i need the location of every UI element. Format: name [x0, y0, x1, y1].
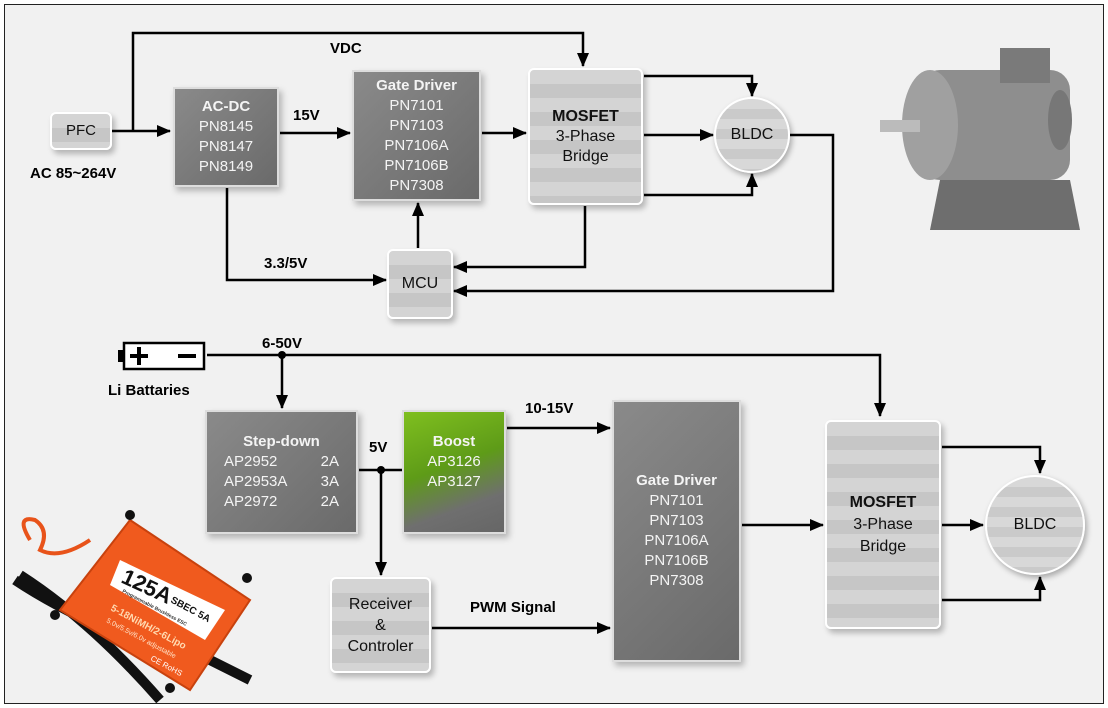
- mosfet-line: 3-Phase: [555, 127, 616, 145]
- part-number: PN8149: [198, 158, 254, 175]
- receiver-block: Receiver & Controler: [330, 577, 431, 673]
- pfc-label: PFC: [66, 122, 96, 139]
- junction-dot: [377, 466, 385, 474]
- battery-icon: [118, 341, 206, 371]
- pwm-signal-label: PWM Signal: [470, 599, 556, 616]
- 3v3-5v-label: 3.3/5V: [264, 255, 308, 272]
- part-number: PN7103: [389, 116, 444, 134]
- part-number: PN8147: [198, 138, 254, 155]
- mosfet-line: 3-Phase: [853, 515, 913, 533]
- acdc-block: AC-DC PN8145 PN8147 PN8149: [173, 87, 279, 187]
- part-number: AP3126: [427, 453, 481, 470]
- part-number: PN7106B: [384, 156, 449, 174]
- battery-label: Li Battaries: [108, 382, 190, 399]
- ac-input-label: AC 85~264V: [30, 165, 117, 182]
- bldc-label: BLDC: [1013, 516, 1057, 533]
- step-down-block: Step-down AP2952 2A AP2953A 3A AP2972 2A: [205, 410, 358, 534]
- part-number: AP3127: [427, 473, 481, 490]
- part-number: PN7103: [649, 512, 704, 529]
- gate-driver-block-2: Gate Driver PN7101 PN7103 PN7106A PN7106…: [612, 400, 741, 662]
- bldc-motor: BLDC: [714, 97, 790, 173]
- part-number: PN7308: [389, 176, 444, 194]
- part-number: AP2972: [224, 493, 278, 510]
- boost-block: Boost AP3126 AP3127: [402, 410, 506, 534]
- receiver-line: &: [375, 616, 386, 634]
- acdc-title: AC-DC: [201, 98, 251, 115]
- part-number: PN8145: [198, 118, 254, 135]
- gate-driver-title: Gate Driver: [376, 76, 457, 94]
- current-rating: 2A: [320, 493, 339, 510]
- part-number: PN7101: [389, 96, 444, 114]
- 15v-label: 15V: [293, 107, 320, 124]
- gate-driver-title: Gate Driver: [636, 472, 717, 489]
- vdc-label: VDC: [330, 40, 362, 57]
- junction-dot: [278, 351, 286, 359]
- part-number: PN7106A: [644, 532, 709, 549]
- part-number: PN7106A: [384, 136, 449, 154]
- boost-title: Boost: [432, 433, 476, 450]
- 10-15v-label: 10-15V: [525, 400, 574, 417]
- step-down-title: Step-down: [243, 433, 320, 450]
- 5v-label: 5V: [369, 439, 388, 456]
- mcu-label: MCU: [401, 275, 439, 292]
- part-number: AP2952: [224, 453, 278, 470]
- mosfet-block: MOSFET 3-Phase Bridge: [528, 68, 643, 205]
- current-rating: 3A: [320, 473, 339, 490]
- esc-photo: 125A SBEC 5A Programmable Brushless ESC …: [12, 510, 253, 704]
- receiver-line: Controler: [347, 637, 414, 655]
- motor-photo: [880, 48, 1080, 230]
- part-number: PN7308: [649, 572, 704, 589]
- receiver-line: Receiver: [348, 595, 413, 613]
- mosfet-block-2: MOSFET 3-Phase Bridge: [825, 420, 941, 629]
- pfc-block: PFC: [50, 112, 112, 150]
- gate-driver-block: Gate Driver PN7101 PN7103 PN7106A PN7106…: [352, 70, 481, 201]
- bldc-label: BLDC: [730, 126, 774, 143]
- mosfet-title: MOSFET: [849, 493, 917, 511]
- 6-50v-label: 6-50V: [262, 335, 303, 352]
- mosfet-line: Bridge: [562, 147, 609, 165]
- mcu-block: MCU: [387, 249, 453, 319]
- mosfet-line: Bridge: [859, 537, 907, 555]
- current-rating: 2A: [320, 453, 339, 470]
- mosfet-title: MOSFET: [552, 107, 619, 125]
- bldc-motor-2: BLDC: [985, 475, 1085, 575]
- part-number: PN7101: [649, 492, 704, 509]
- part-number: AP2953A: [224, 473, 288, 490]
- part-number: PN7106B: [644, 552, 709, 569]
